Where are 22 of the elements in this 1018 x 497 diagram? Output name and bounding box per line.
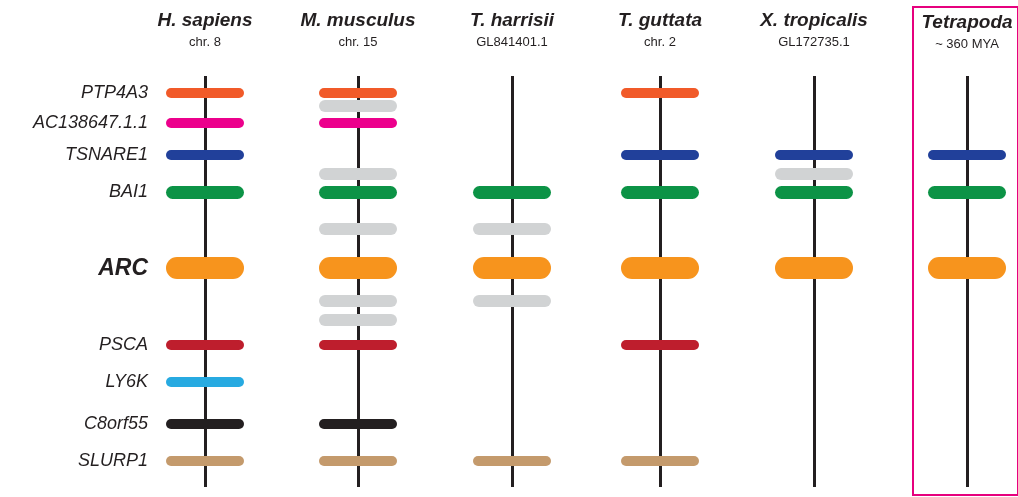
species-name: M. musculus bbox=[300, 9, 416, 31]
chromosome-label: GL841401.1 bbox=[476, 34, 548, 49]
gene-name: SLURP1 bbox=[76, 450, 148, 471]
gene-name: BAI1 bbox=[107, 181, 148, 202]
species-name: T. harrisii bbox=[469, 9, 555, 31]
chromosome-label: chr. 15 bbox=[338, 34, 378, 49]
species-name: T. guttata bbox=[617, 9, 703, 31]
species-name: H. sapiens bbox=[157, 9, 253, 31]
gene-name: LY6K bbox=[104, 371, 148, 392]
gene-name: C8orf55 bbox=[82, 413, 148, 434]
age-label: ~ 360 MYA bbox=[935, 36, 999, 51]
chromosome-label: chr. 8 bbox=[189, 34, 221, 49]
gene-name: PSCA bbox=[97, 334, 148, 355]
gene-name: TSNARE1 bbox=[63, 144, 148, 165]
chromosome-label: GL172735.1 bbox=[778, 34, 850, 49]
gene-name: ARC bbox=[97, 254, 148, 281]
gene-name: AC138647.1.1 bbox=[31, 112, 148, 133]
gene-name: PTP4A3 bbox=[79, 82, 148, 103]
species-name: X. tropicalis bbox=[760, 9, 868, 31]
chromosome-label: chr. 2 bbox=[644, 34, 676, 49]
clade-name: Tetrapoda bbox=[921, 11, 1013, 33]
clade-box bbox=[912, 6, 1018, 496]
